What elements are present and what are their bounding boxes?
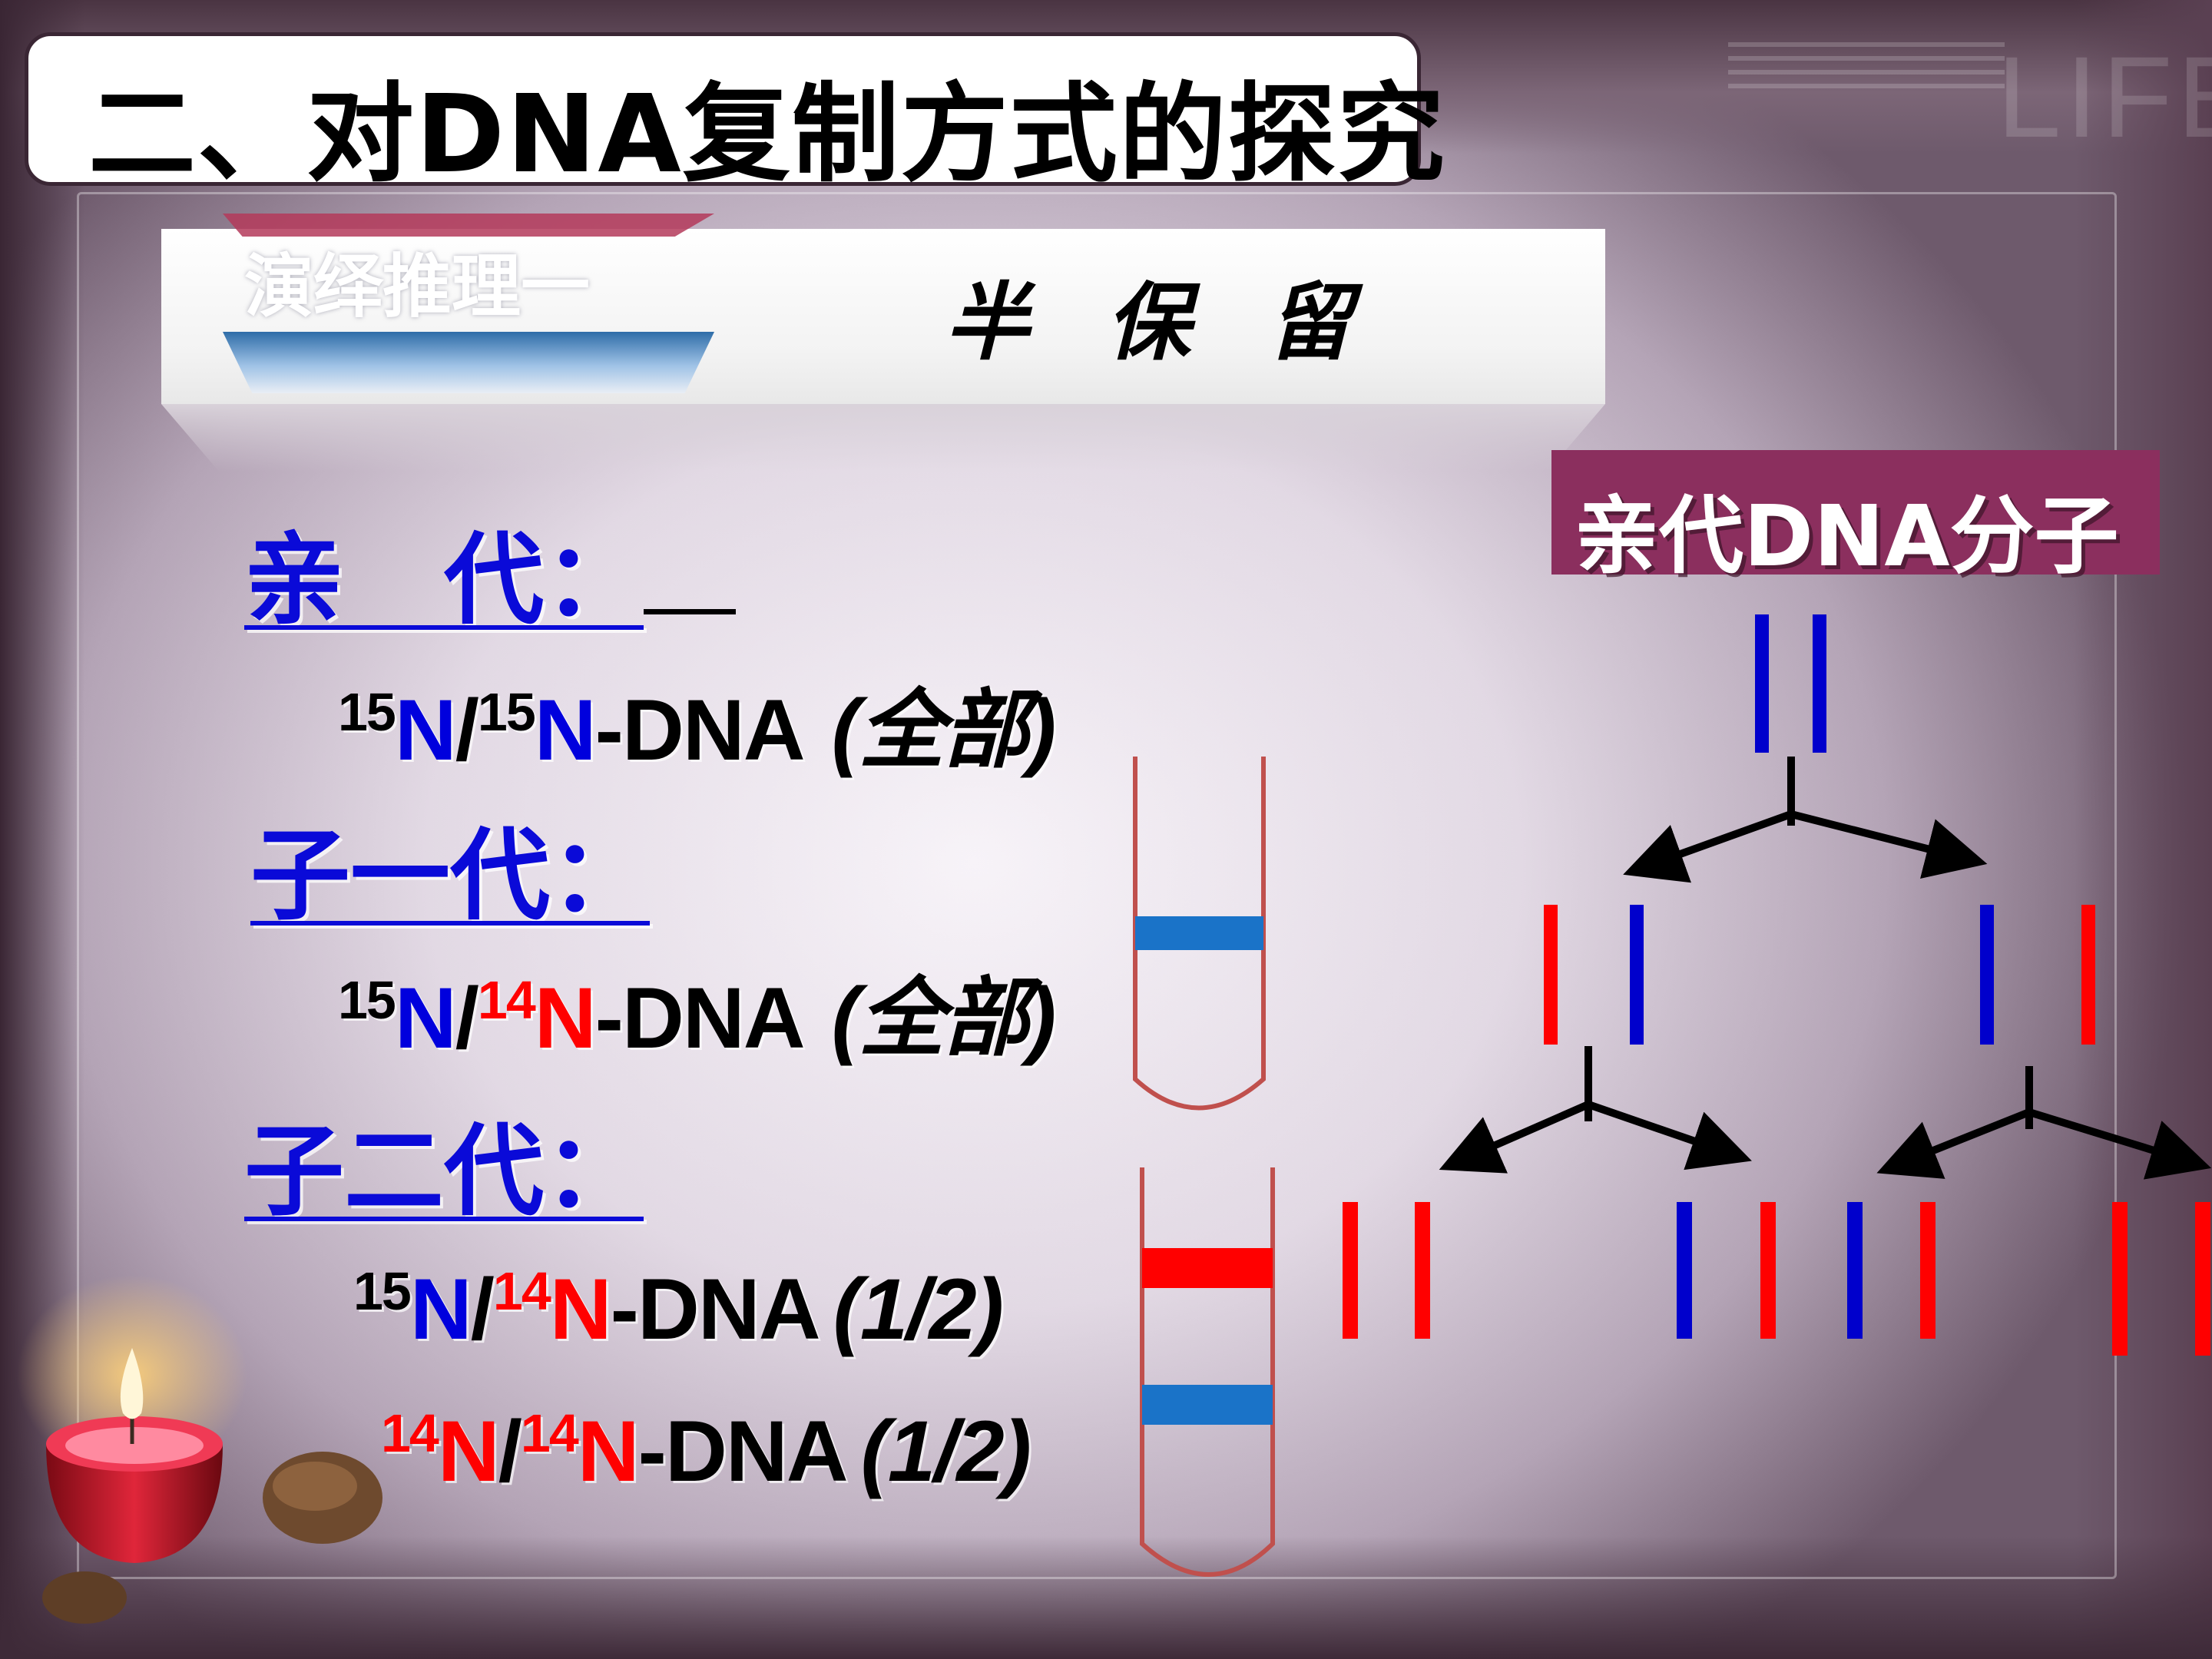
dna-line-f2-light: 14N/14N-DNA(1/2) <box>381 1403 1031 1499</box>
generation-f2-label: 子二代： <box>244 1113 644 1230</box>
tree-label-box <box>1551 450 2160 575</box>
f2-strand-3 <box>1677 1202 1692 1339</box>
replication-tree <box>1343 614 2212 1356</box>
f1b-strand-heavy <box>1980 905 1994 1045</box>
decorative-text-lines <box>1728 42 2005 98</box>
pebble-2 <box>42 1571 127 1624</box>
background-right <box>2074 0 2212 1659</box>
tree-label: 亲代DNA分子 <box>1575 487 2119 585</box>
section-subtitle: 演绎推理一 <box>244 246 590 327</box>
answer-blank <box>644 601 737 614</box>
ribbon-bottom <box>223 332 714 393</box>
test-tube-f1 <box>1133 757 1266 1111</box>
banner-shadow <box>161 404 1605 472</box>
parent-strand-2 <box>1813 614 1826 753</box>
f2-strand-4 <box>1760 1202 1776 1339</box>
hypothesis-label: 半保留 <box>945 273 1429 372</box>
parent-strand-1 <box>1755 614 1769 753</box>
f2-strand-8 <box>2195 1202 2210 1356</box>
test-tube-f2 <box>1140 1167 1275 1577</box>
f2-strand-2 <box>1415 1202 1430 1339</box>
background-bottom <box>0 1536 2212 1659</box>
band-f2-light <box>1142 1385 1273 1425</box>
f1a-strand-heavy <box>1630 905 1644 1045</box>
title-box <box>25 32 1421 186</box>
watermark-life: LIFE <box>1997 32 2212 161</box>
dna-line-parent: 15N/15N-DNA(全部) <box>338 682 1056 778</box>
generation-parent-label: 亲 代： <box>244 499 737 644</box>
generation-f1-label: 子一代： <box>250 817 651 934</box>
background-frame <box>77 192 2117 1579</box>
slide-title: 二、对DNA复制方式的探究 <box>88 72 1446 197</box>
candle-decoration <box>17 1275 382 1624</box>
f2-strand-7 <box>2112 1202 2128 1356</box>
ribbon-top <box>223 214 714 237</box>
f1b-strand-light <box>2081 905 2095 1045</box>
dna-line-f1: 15N/14N-DNA(全部) <box>338 970 1056 1066</box>
dna-line-f2-hybrid: 15N/14N-DNA(1/2) <box>353 1261 1004 1357</box>
f2-strand-5 <box>1847 1202 1863 1339</box>
band-f1-medium <box>1135 916 1263 950</box>
f2-strand-1 <box>1343 1202 1358 1339</box>
band-f2-medium <box>1142 1248 1273 1288</box>
f1a-strand-light <box>1544 905 1558 1045</box>
f2-strand-6 <box>1920 1202 1936 1339</box>
